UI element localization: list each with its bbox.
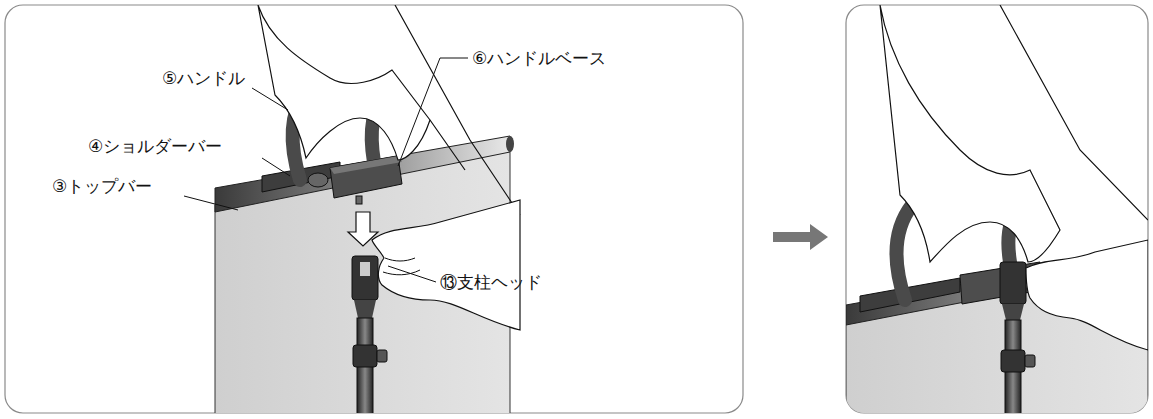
part-label: ⑥ハンドルベース bbox=[472, 48, 606, 68]
part-label: ⑬支柱ヘッド bbox=[440, 272, 542, 292]
pole-clamp bbox=[1001, 350, 1025, 372]
bar-end bbox=[506, 136, 514, 152]
pole-neck bbox=[1002, 304, 1024, 320]
top-bar bbox=[215, 136, 510, 212]
leader-lines bbox=[184, 58, 468, 282]
hand bbox=[1026, 240, 1148, 350]
part-label: ④ショルダーバー bbox=[88, 136, 222, 156]
part-label: ⑤ハンドル bbox=[162, 68, 245, 88]
handle-pivot bbox=[308, 173, 328, 187]
clamp-lever bbox=[1025, 355, 1035, 367]
part-label: ③トップバー bbox=[52, 176, 152, 196]
clamp-lever bbox=[377, 350, 387, 362]
pole-head bbox=[1000, 262, 1026, 304]
handle-base bbox=[330, 156, 402, 198]
assembly-step-left bbox=[184, 5, 520, 413]
pin bbox=[356, 196, 362, 204]
arm bbox=[1000, 5, 1148, 220]
pole-neck bbox=[354, 300, 376, 318]
assembly-step-right bbox=[846, 5, 1148, 413]
pole-head bbox=[352, 256, 378, 300]
handle-base-top bbox=[330, 156, 402, 174]
pole-slot bbox=[360, 262, 370, 276]
arm bbox=[395, 5, 520, 215]
hand bbox=[880, 5, 1060, 262]
handle bbox=[896, 205, 912, 300]
hand bbox=[372, 200, 520, 330]
pole-clamp bbox=[353, 345, 377, 367]
step-arrow bbox=[773, 224, 828, 250]
hand bbox=[258, 5, 430, 160]
